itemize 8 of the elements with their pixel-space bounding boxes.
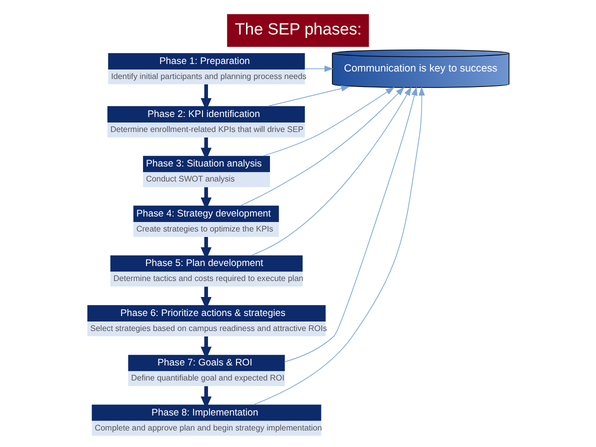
arrow — [284, 86, 418, 362]
arrow — [263, 87, 395, 156]
arrow — [304, 66, 334, 72]
arrow — [268, 85, 350, 106]
diagram-title: The SEP phases: — [234, 20, 362, 39]
arrow — [253, 86, 425, 405]
arrow — [251, 86, 412, 256]
arrow — [240, 86, 404, 206]
